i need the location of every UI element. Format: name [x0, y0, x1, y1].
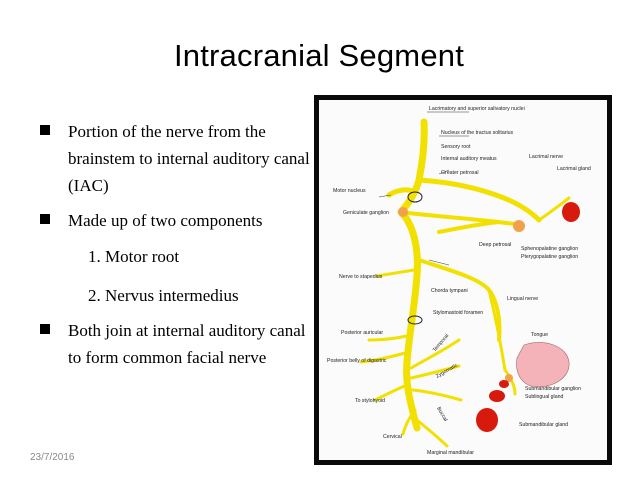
sub-item-nervus-intermedius: 2. Nervus intermedius — [88, 286, 239, 305]
label-digastric: Posterior belly of digastric — [327, 358, 387, 364]
leader-lines — [378, 111, 469, 266]
label-spheno: Sphenopalatine ganglion — [521, 246, 578, 252]
sublingual-gland-2 — [499, 380, 509, 388]
label-tongue: Tongue — [531, 332, 548, 338]
nerve-cervical — [401, 408, 417, 436]
nerve-stapedius — [375, 268, 416, 278]
label-greater-petrosal: Greater petrosal — [441, 170, 478, 176]
label-stylomastoid: Stylomastoid foramen — [433, 310, 483, 316]
footer-date: 23/7/2016 — [30, 452, 75, 463]
label-lingual: Lingual nerve — [507, 296, 538, 302]
label-buccal: Buccal — [435, 406, 448, 422]
nerve-stylohyoid — [373, 383, 409, 402]
nerve-lacrimal — [537, 196, 571, 222]
bullet-text: Both join at internal auditory canal to … — [68, 321, 306, 367]
label-chorda: Chorda tympani — [431, 288, 468, 294]
label-sensory-root: Sensory root — [441, 144, 471, 150]
label-motor-nucleus: Motor nucleus — [333, 188, 366, 194]
label-stylohyoid: To stylohyoid — [355, 398, 385, 404]
nerve-marginal — [415, 418, 449, 448]
label-deep-petrosal: Deep petrosal — [479, 242, 511, 248]
nerve-paths — [359, 118, 571, 448]
nerve-deep-branch — [399, 210, 517, 226]
nerve-chorda — [417, 258, 502, 342]
diagram-svg: Lacrimatory and superior salivatory nucl… — [327, 106, 591, 456]
label-pterygo: Pterygopalatine ganglion — [521, 254, 578, 260]
tongue — [516, 342, 570, 388]
label-lacrimal-nerve: Lacrimal nerve — [529, 154, 563, 160]
label-marginal: Marginal mandibular — [427, 450, 474, 456]
label-cervical: Cervical — [383, 434, 402, 440]
label-lacrimal-gland: Lacrimal gland — [557, 166, 591, 172]
internal-meatus-ring — [407, 191, 423, 203]
submandibular-gland — [476, 408, 498, 432]
label-geniculate: Geniculate ganglion — [343, 210, 389, 216]
facial-nerve-diagram: Lacrimatory and superior salivatory nucl… — [314, 95, 612, 465]
pterygopalatine-ganglion — [513, 220, 525, 232]
nerve-greater-petrosal — [416, 177, 542, 223]
nerve-petrosal-branch — [437, 220, 501, 234]
sub-item-motor-root: 1. Motor root — [88, 247, 180, 266]
stylomastoid-ring — [407, 315, 423, 325]
label-stapedius: Nerve to stapedius — [339, 274, 383, 280]
nerve-main-trunk — [397, 118, 428, 432]
nerve-submandibular — [503, 368, 517, 396]
lacrimal-gland — [562, 202, 580, 222]
nerve-buccal — [411, 388, 463, 402]
bullet-item: Made up of two components — [40, 207, 310, 234]
label-top: Lacrimatory and superior salivatory nucl… — [429, 106, 525, 112]
bullet-text: Portion of the nerve from the brainstem … — [68, 122, 310, 195]
nerve-temporal — [409, 338, 461, 370]
label-sublingual: Sublingual gland — [525, 394, 563, 400]
label-posterior-auricular: Posterior auricular — [341, 330, 383, 336]
bullet-list: Portion of the nerve from the brainstem … — [40, 118, 310, 371]
nerve-lingual — [487, 288, 507, 372]
nerve-digastric — [359, 350, 411, 364]
square-bullet-icon — [40, 324, 50, 334]
bullet-text: Made up of two components — [68, 211, 263, 230]
nerve-motor-root — [386, 187, 418, 198]
label-tractus: Nucleus of the tractus solitarius — [441, 130, 513, 136]
label-internal-meatus: Internal auditory meatus — [441, 156, 497, 162]
nerve-zygomatic — [409, 364, 461, 380]
bullet-item: Both join at internal auditory canal to … — [40, 317, 310, 371]
sublingual-gland — [489, 390, 505, 402]
nerve-posterior-auricular — [367, 333, 413, 342]
label-submandibular-gland: Submandibular gland — [519, 422, 568, 428]
bullet-item: Portion of the nerve from the brainstem … — [40, 118, 310, 199]
square-bullet-icon — [40, 214, 50, 224]
submandibular-ganglion — [505, 374, 513, 382]
label-submandibular-ganglion: Submandibular ganglion — [525, 386, 581, 392]
square-bullet-icon — [40, 125, 50, 135]
slide-title: Intracranial Segment — [173, 38, 465, 73]
geniculate-ganglion — [398, 207, 408, 217]
